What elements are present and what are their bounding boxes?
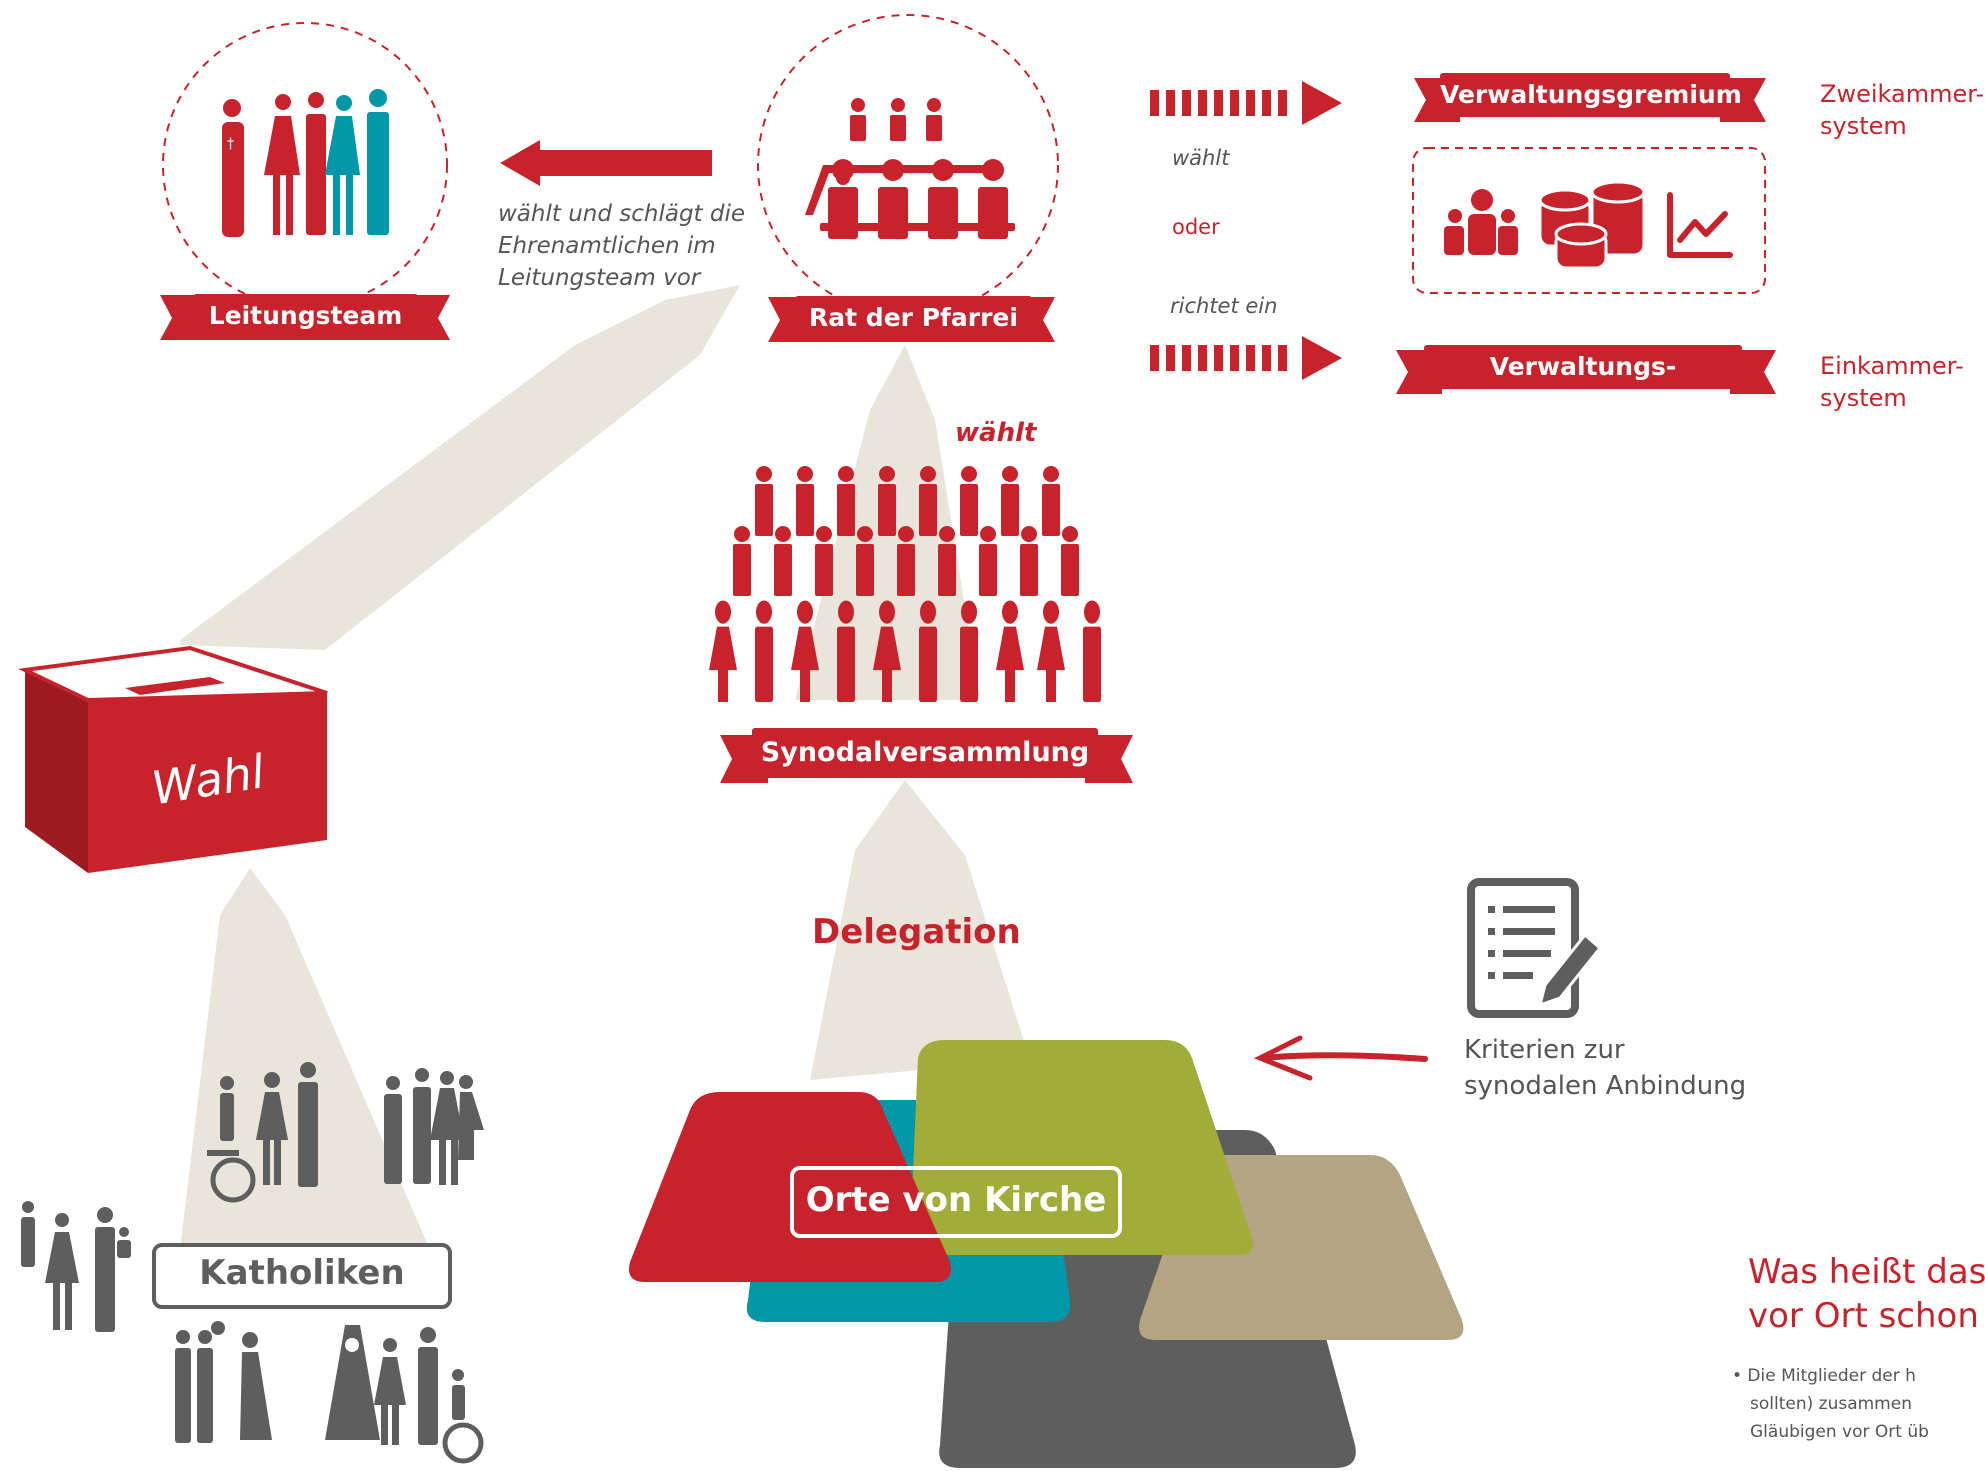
svg-text:†: †: [227, 136, 234, 152]
ausschuss-ribbon: [1396, 345, 1776, 394]
beam-katholiken-to-wahl: [180, 868, 430, 1250]
leitungsteam-ribbon: [160, 294, 450, 340]
rat-ribbon: [768, 296, 1055, 342]
rat-to-team-line2: Ehrenamtlichen im: [498, 233, 716, 259]
arrow-rat-to-leitungsteam: [500, 140, 712, 186]
bullet-line3: Gläubigen vor Ort üb: [1750, 1422, 1929, 1442]
synodal-label: Synodalversammlung: [760, 737, 1090, 768]
question-line1: Was heißt das: [1748, 1252, 1985, 1292]
zweikammer-line2: system: [1820, 112, 1907, 140]
rat-label: Rat der Pfarrei: [809, 303, 1018, 332]
group-icon: [1444, 189, 1518, 255]
katholiken-label: Katholiken: [199, 1253, 405, 1293]
checklist-icon: [1467, 878, 1603, 1018]
katholiken-label-box: [152, 1243, 452, 1309]
kriterien-line1: Kriterien zur: [1464, 1035, 1625, 1065]
bullet-line1: • Die Mitglieder der h: [1732, 1366, 1916, 1386]
arrow-bottom-dashed: [1150, 336, 1342, 380]
hand-drawn-arrow: [1253, 1035, 1428, 1081]
ballot-box-icon: [18, 645, 328, 873]
einkammer-line1: Einkammer-: [1820, 352, 1964, 380]
einkammer-line2: system: [1820, 384, 1907, 412]
growth-chart-icon: [1667, 192, 1733, 258]
richtet-ein-label: richtet ein: [1170, 294, 1278, 318]
synodal-ribbon: [720, 728, 1133, 783]
delegation-label: Delegation: [812, 912, 1021, 952]
leitungsteam-label: Leitungsteam: [208, 301, 403, 330]
beam-orte-to-synodal: [810, 780, 1030, 1080]
waehlt-top-label: wählt: [1172, 146, 1230, 170]
shape-olive: [910, 1040, 1254, 1255]
rat-node: [757, 14, 1059, 316]
waehlt-mid-label: wählt: [955, 418, 1037, 448]
rat-to-team-line3: Leitungsteam vor: [498, 265, 701, 291]
zweikammer-line1: Zweikammer-: [1820, 80, 1985, 108]
bullet-line2: sollten) zusammen: [1750, 1394, 1912, 1414]
leitungsteam-node: †: [162, 22, 448, 308]
admin-box: [1412, 147, 1766, 294]
verwaltungsgremium-label: Verwaltungsgremium: [1440, 80, 1742, 109]
oder-label: oder: [1172, 215, 1220, 239]
coins-icon: [1538, 180, 1646, 270]
orte-label-box: [790, 1166, 1122, 1238]
orte-label: Orte von Kirche: [805, 1180, 1107, 1220]
kriterien-line2: synodalen Anbindung: [1464, 1071, 1747, 1101]
rat-to-team-line1: wählt und schlägt die: [498, 201, 746, 227]
council-table-icon: [805, 98, 1015, 239]
beam-wahl-to-rat: [180, 285, 740, 650]
question-line2: vor Ort schon j: [1748, 1296, 1985, 1336]
orte-shapes: [629, 1040, 1464, 1468]
people-groups-icon: [21, 1062, 484, 1464]
verwaltungsgremium-ribbon: [1414, 73, 1766, 122]
clergy-and-people-icon: †: [222, 89, 389, 237]
arrow-top-dashed: [1150, 81, 1342, 125]
ausschuss-label: Verwaltungs-Ausschuss: [1489, 352, 1677, 421]
